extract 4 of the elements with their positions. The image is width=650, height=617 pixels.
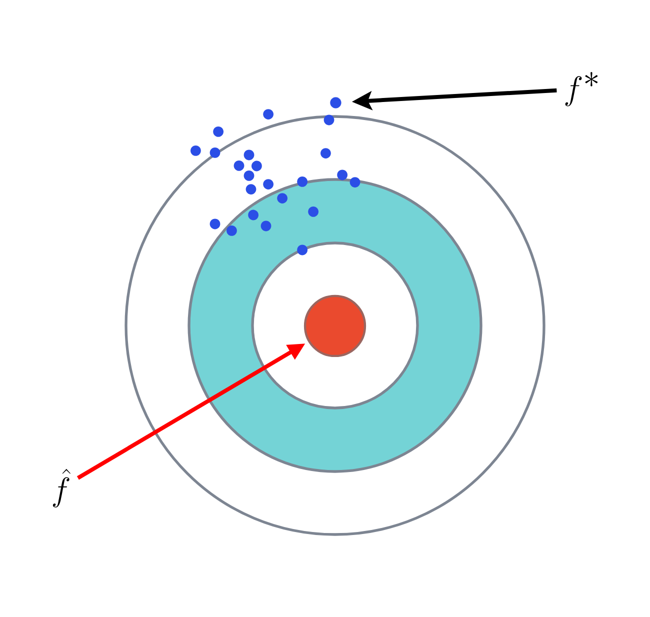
- dot: [330, 97, 342, 108]
- math-label: $f^*$: [565, 72, 598, 106]
- bullseye: [304, 294, 366, 358]
- math-label: $\hat{f}$: [52, 468, 70, 508]
